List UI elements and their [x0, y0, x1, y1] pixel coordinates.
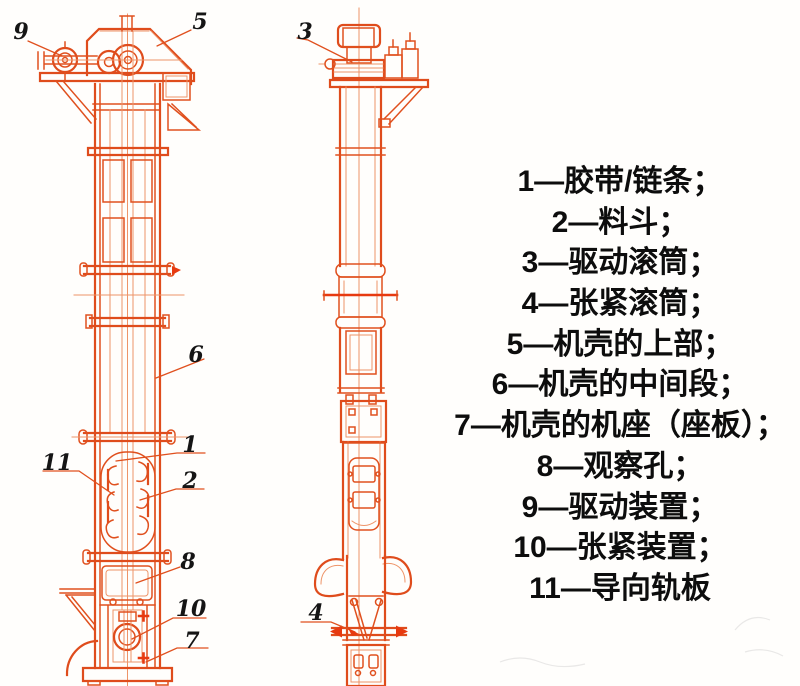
observation-window — [101, 565, 153, 601]
base-plate — [81, 666, 174, 683]
legend-item-11: 11—导向轨板 — [529, 571, 711, 605]
legend-item-9: 9—驱动装置； — [521, 490, 719, 524]
leader-line-6 — [155, 358, 205, 379]
callout-9: 9 — [13, 19, 28, 45]
legend-item-5: 5—机壳的上部； — [506, 327, 734, 361]
feed-funnel — [351, 599, 382, 641]
leader-line-11 — [42, 470, 115, 496]
callout-11: 11 — [42, 450, 73, 476]
legend-item-7: 7—机壳的机座（座板）； — [454, 409, 786, 443]
legend-item-2: 2—料斗； — [551, 205, 689, 239]
boot-fender-arc — [65, 639, 99, 677]
legend-item-6: 6—机壳的中间段； — [491, 368, 749, 402]
callout-8: 8 — [179, 549, 195, 575]
leader-line-10 — [131, 617, 207, 640]
parts-legend: 1—胶带/链条； 2—料斗； 3—驱动滚筒； 4—张紧滚筒； 5—机壳的上部； … — [438, 162, 800, 610]
left-wing-fender — [313, 558, 345, 598]
callout-leader-lines — [27, 29, 359, 663]
head-section — [37, 15, 202, 131]
callout-5: 5 — [192, 9, 207, 35]
bucket-chain-region — [100, 451, 156, 553]
leader-line-3 — [296, 37, 353, 63]
legend-item-8: 8—观察孔； — [536, 449, 704, 483]
callout-numbers: 9 5 3 6 1 11 2 8 10 7 4 — [13, 9, 323, 654]
callout-2: 2 — [181, 468, 197, 494]
head — [318, 23, 430, 128]
casing-column — [71, 31, 189, 670]
callout-1: 1 — [182, 432, 197, 458]
guide-rail-plates — [106, 462, 150, 524]
legend-item-10: 10—张紧装置； — [513, 531, 727, 565]
watermark-smudge — [499, 617, 784, 668]
leader-line-5 — [156, 29, 192, 47]
leader-arrow-4 — [348, 628, 359, 636]
front-view-drawing — [37, 13, 202, 686]
legend-item-3: 3—驱动滚筒； — [521, 246, 719, 280]
leader-line-8 — [135, 566, 181, 584]
leader-line-7 — [145, 647, 209, 663]
take-up-wheel — [112, 622, 142, 652]
leader-line-4 — [300, 621, 356, 633]
left-support-bracket — [64, 593, 97, 634]
side-view-drawing — [313, 7, 430, 686]
right-wing-fender — [381, 556, 413, 596]
tension-drum-flange — [330, 626, 408, 637]
boot-section — [59, 565, 174, 686]
boot — [313, 554, 413, 686]
leader-line-1 — [115, 452, 206, 462]
legend-item-1: 1—胶带/链条； — [517, 165, 723, 198]
belt-chain-lines — [121, 31, 134, 611]
leader-line-2 — [139, 488, 205, 501]
callout-4: 4 — [308, 600, 323, 626]
callout-10: 10 — [176, 596, 207, 622]
callout-7: 7 — [184, 628, 200, 654]
callout-3: 3 — [297, 19, 312, 45]
callout-6: 6 — [188, 342, 203, 368]
leader-line-9 — [27, 40, 63, 57]
drive-drum — [331, 58, 386, 80]
legend-item-4: 4—张紧滚筒； — [521, 287, 719, 321]
column — [322, 85, 399, 560]
